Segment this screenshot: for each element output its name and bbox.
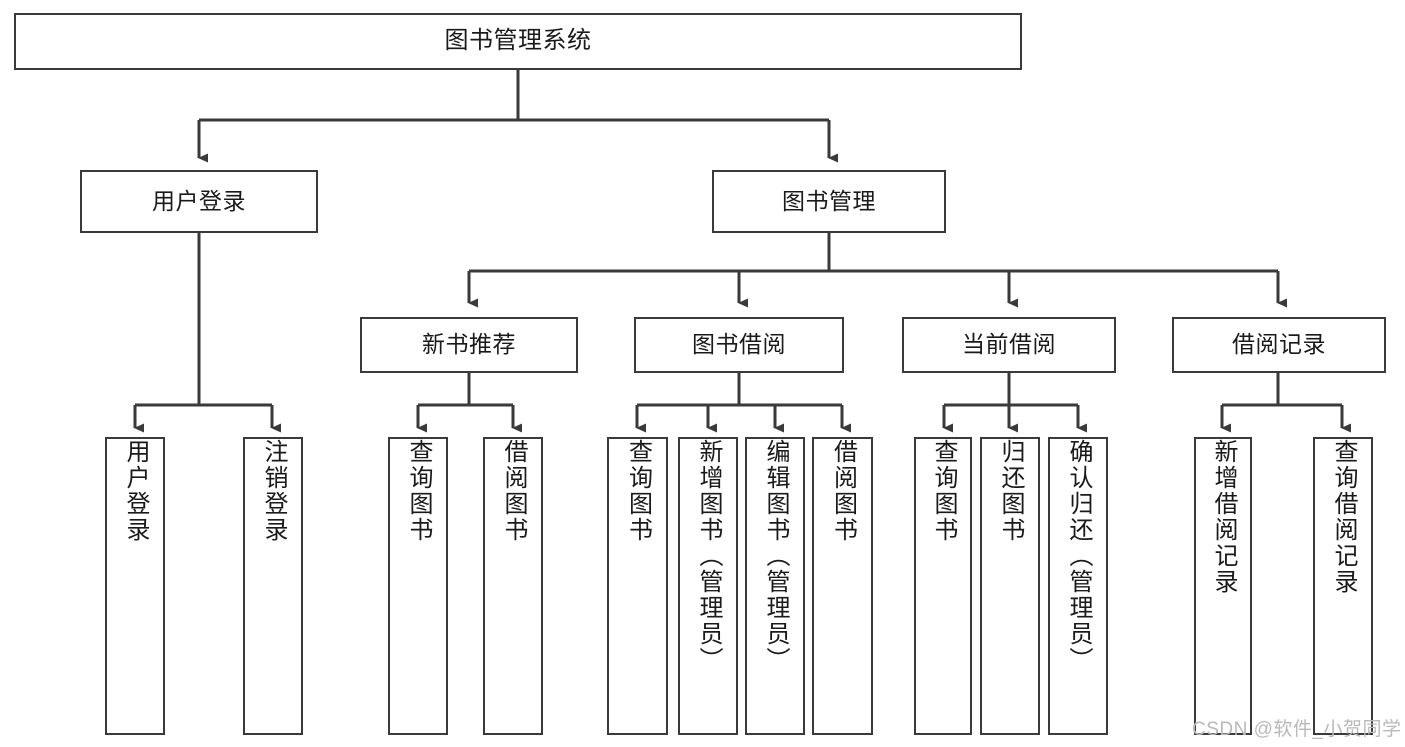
node-leaf-user-login[interactable]: 用户登录 [105, 437, 165, 735]
node-label: 图书管理系统 [444, 27, 592, 55]
node-leaf-query-borrow-record[interactable]: 查询借阅记录 [1313, 437, 1373, 735]
node-leaf-logout[interactable]: 注销登录 [243, 437, 303, 735]
node-label: 借阅图书 [500, 439, 527, 543]
node-label: 新增图书（管理员） [695, 439, 722, 673]
node-leaf-borrow-book-recommend[interactable]: 借阅图书 [483, 437, 543, 735]
node-label: 新书推荐 [422, 331, 516, 358]
node-label: 用户登录 [122, 439, 149, 543]
node-leaf-return-book[interactable]: 归还图书 [980, 437, 1040, 735]
node-book-management[interactable]: 图书管理 [712, 170, 946, 233]
node-leaf-query-book-current[interactable]: 查询图书 [914, 437, 972, 735]
node-book-borrow[interactable]: 图书借阅 [634, 317, 844, 373]
node-leaf-confirm-return-admin[interactable]: 确认归还（管理员） [1048, 437, 1108, 735]
node-current-borrow[interactable]: 当前借阅 [902, 317, 1116, 373]
node-leaf-query-book-recommend[interactable]: 查询图书 [388, 437, 448, 735]
node-label: 查询图书 [624, 439, 652, 543]
node-label: 查询图书 [930, 439, 957, 543]
node-label: 用户登录 [152, 187, 246, 214]
node-label: 编辑图书（管理员） [762, 439, 789, 673]
node-leaf-borrow-book[interactable]: 借阅图书 [812, 437, 873, 735]
node-borrow-record[interactable]: 借阅记录 [1172, 317, 1386, 373]
node-label: 图书借阅 [692, 331, 786, 358]
node-root-system[interactable]: 图书管理系统 [14, 13, 1022, 70]
node-label: 查询图书 [405, 439, 432, 543]
node-label: 图书管理 [782, 187, 876, 214]
watermark-text: CSDN @软件_小贺同学 [1192, 719, 1402, 740]
node-label: 借阅记录 [1232, 331, 1326, 358]
node-new-book-recommend[interactable]: 新书推荐 [360, 317, 578, 373]
node-label: 确认归还（管理员） [1065, 439, 1092, 673]
node-label: 借阅图书 [829, 439, 857, 543]
node-label: 归还图书 [997, 439, 1024, 543]
node-label: 查询借阅记录 [1330, 439, 1357, 595]
node-leaf-query-book-borrow[interactable]: 查询图书 [607, 437, 668, 735]
node-user-login[interactable]: 用户登录 [80, 170, 318, 233]
node-leaf-add-book-admin[interactable]: 新增图书（管理员） [678, 437, 738, 735]
node-leaf-edit-book-admin[interactable]: 编辑图书（管理员） [745, 437, 805, 735]
node-label: 注销登录 [260, 439, 287, 543]
node-leaf-add-borrow-record[interactable]: 新增借阅记录 [1194, 437, 1252, 735]
node-label: 新增借阅记录 [1210, 439, 1237, 595]
node-label: 当前借阅 [962, 331, 1056, 358]
